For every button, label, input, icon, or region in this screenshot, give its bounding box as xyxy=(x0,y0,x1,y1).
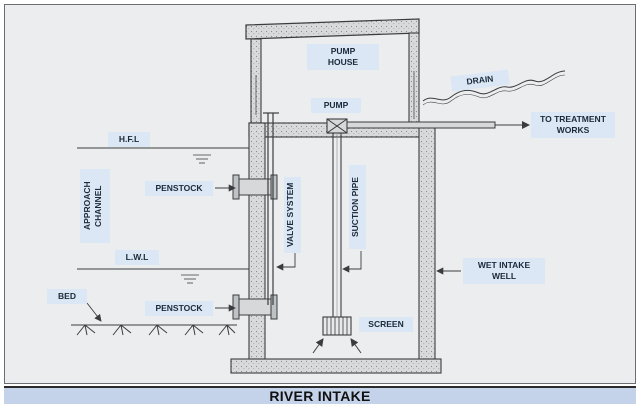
pump-house-structure xyxy=(245,18,420,128)
river-bed xyxy=(71,324,237,336)
label-wet-intake-well: WET INTAKE WELL xyxy=(463,258,545,284)
label-valve-system: VALVE SYSTEM xyxy=(284,177,301,253)
suction-pipe-drawing xyxy=(332,133,342,317)
label-approach-channel: APPROACH CHANNEL xyxy=(80,169,110,243)
label-lwl: L.W.L xyxy=(115,250,159,265)
screen-drawing xyxy=(312,316,362,354)
label-bed: BED xyxy=(47,289,87,304)
penstock-upper-pipe xyxy=(232,174,278,200)
penstock-lower-pipe xyxy=(232,294,278,320)
pump-unit xyxy=(326,118,348,134)
label-hfl: H.F.L xyxy=(108,132,150,147)
leader-lines xyxy=(86,184,461,322)
figure-caption: RIVER INTAKE xyxy=(4,386,636,404)
water-levels xyxy=(77,147,249,284)
drain-line xyxy=(422,70,566,102)
label-pump: PUMP xyxy=(311,98,361,113)
label-penstock-upper: PENSTOCK xyxy=(145,181,213,196)
delivery-pipe xyxy=(346,121,530,129)
diagram-drawing xyxy=(71,18,566,374)
label-penstock-lower: PENSTOCK xyxy=(145,301,213,316)
label-screen: SCREEN xyxy=(359,317,413,332)
river-intake-diagram: PUMP HOUSE DRAIN PUMP TO TREATMENT WORKS… xyxy=(4,4,636,384)
label-suction-pipe: SUCTION PIPE xyxy=(349,165,366,249)
valve-stems xyxy=(263,112,279,305)
label-pump-house: PUMP HOUSE xyxy=(307,44,379,70)
label-to-treatment-works: TO TREATMENT WORKS xyxy=(531,112,615,138)
